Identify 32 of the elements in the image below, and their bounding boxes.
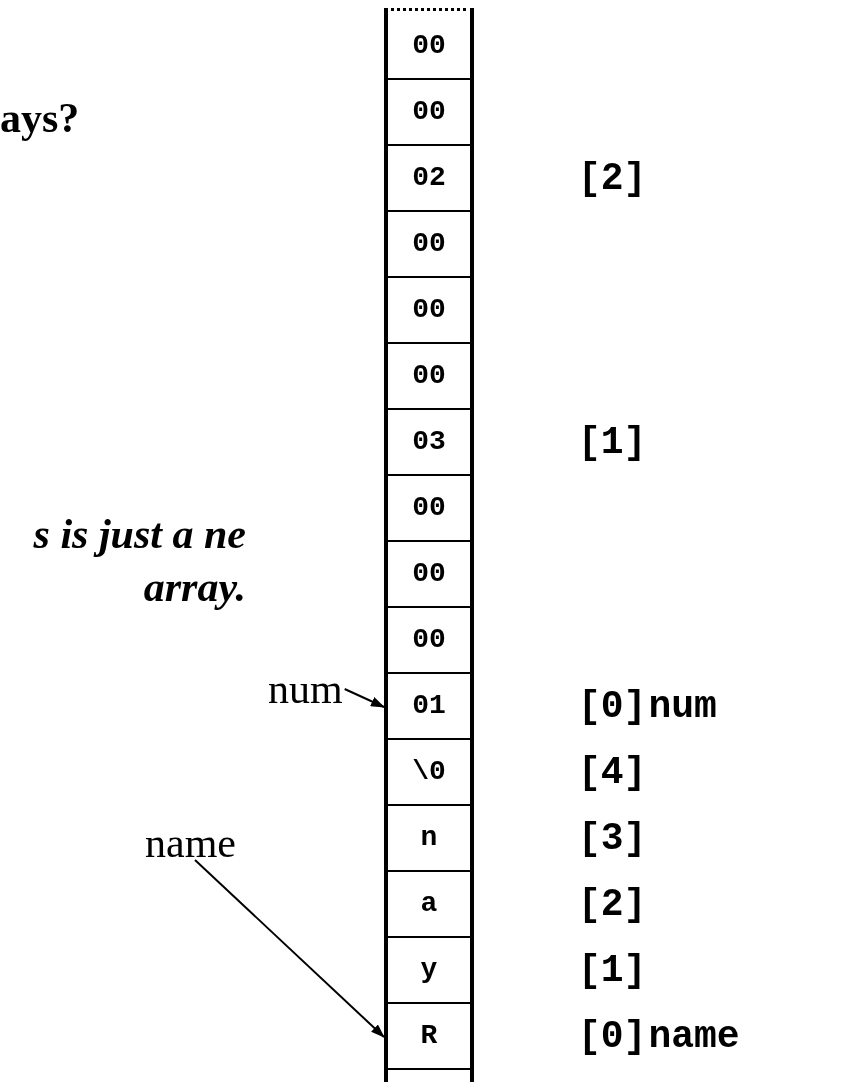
variable-label: num (268, 668, 343, 710)
cell-value: 00 (411, 98, 447, 126)
cell-value: R (419, 1022, 439, 1050)
index-label: [2] (578, 886, 647, 924)
cell-value: 00 (411, 494, 447, 522)
arrow (343, 688, 385, 708)
cell-value: 00 (411, 32, 447, 60)
note-text: s is just a ne array. (32, 510, 246, 612)
index-label: [1] (578, 424, 647, 462)
cell-value: 00 (411, 296, 447, 324)
index-label: [2] (578, 160, 647, 198)
variable-name: num (648, 688, 717, 726)
index-label: [3] (578, 820, 647, 858)
cell-value: 00 (411, 362, 447, 390)
cell-value: 02 (411, 164, 447, 192)
index-label: [0] (578, 1018, 647, 1056)
cell-value: \0 (411, 758, 447, 786)
index-label: [1] (578, 952, 647, 990)
cell-value: 00 (411, 560, 447, 588)
cell-value: 00 (411, 626, 447, 654)
variable-label: name (145, 822, 236, 864)
variable-name: name (648, 1018, 740, 1056)
arrow (194, 859, 385, 1038)
cell-value: a (419, 890, 439, 918)
cell-value: 00 (411, 230, 447, 258)
cell-value: n (419, 824, 439, 852)
index-label: [4] (578, 754, 647, 792)
heading-text: ays? (0, 94, 80, 143)
cell-value: 01 (411, 692, 447, 720)
cell-value: 03 (411, 428, 447, 456)
index-label: [0] (578, 688, 647, 726)
cell-value: y (419, 956, 439, 984)
